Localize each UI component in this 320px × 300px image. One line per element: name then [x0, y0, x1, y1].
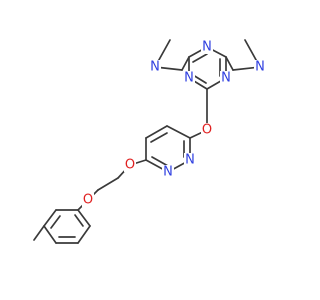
- bond: [43, 225, 57, 244]
- atom-label-o: O: [83, 193, 93, 208]
- atom-n-triazine-right: N: [220, 71, 232, 86]
- bond: [181, 56, 190, 71]
- molecule-canvas: N N N N N O N N: [33, 39, 266, 244]
- atom-o-phenyl-ether: O: [82, 193, 94, 208]
- bond: [77, 225, 91, 244]
- atom-label-o: O: [202, 123, 212, 138]
- bond: [77, 209, 91, 227]
- atom-n-pyridazine-2: N: [162, 165, 174, 180]
- bond: [225, 56, 234, 71]
- atom-o-aryl-ether: O: [201, 123, 213, 138]
- atom-n-pyridazine-1: N: [184, 153, 196, 168]
- atom-label-o: O: [125, 158, 135, 173]
- atom-label-n: N: [184, 71, 194, 86]
- atom-labels: N N N N N O N N: [82, 40, 266, 208]
- bond: [150, 132, 168, 143]
- atom-label-n: N: [255, 60, 265, 75]
- bond: [97, 177, 119, 191]
- atom-label-n: N: [150, 60, 160, 75]
- atom-n-amine-right: N: [254, 60, 266, 75]
- bond: [192, 74, 207, 84]
- atom-label-n: N: [163, 165, 173, 180]
- atom-n-amine-left: N: [149, 60, 161, 75]
- bond: [33, 225, 45, 241]
- atom-n-triazine-left: N: [183, 71, 195, 86]
- bond: [166, 125, 191, 139]
- atom-n-triazine-top: N: [201, 40, 213, 55]
- bond: [151, 156, 169, 167]
- structure-diagram: N N N N N O N N: [33, 39, 266, 244]
- atom-label-n: N: [221, 71, 231, 86]
- atom-label-n: N: [202, 40, 212, 55]
- bond: [50, 215, 61, 229]
- bond: [192, 53, 208, 63]
- bond: [74, 214, 84, 227]
- atom-label-n: N: [185, 153, 195, 168]
- bond: [145, 125, 168, 139]
- atom-o-pyridazine-ether: O: [124, 158, 136, 173]
- bond: [43, 209, 57, 227]
